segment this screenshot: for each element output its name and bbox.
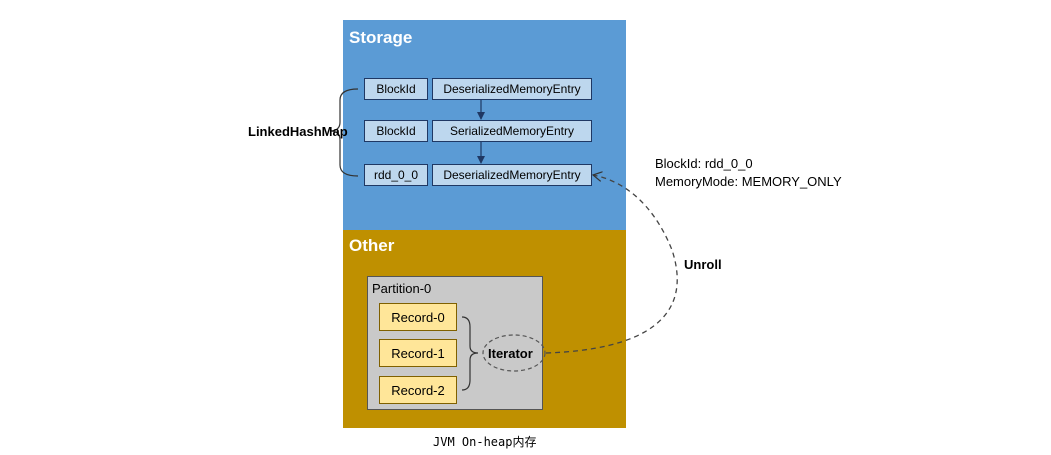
block-id-cell-0: BlockId: [364, 78, 428, 100]
block-id-cell-1: BlockId: [364, 120, 428, 142]
memory-entry-cell-0: DeserializedMemoryEntry: [432, 78, 592, 100]
jvm-caption: JVM On-heap内存: [433, 435, 537, 449]
other-title: Other: [349, 236, 395, 255]
block-id-cell-2: rdd_0_0: [364, 164, 428, 186]
partition-title: Partition-0: [372, 281, 432, 296]
iterator-ellipse: [482, 334, 546, 372]
records-brace: [461, 316, 479, 391]
unroll-label: Unroll: [684, 257, 722, 272]
record-0: Record-0: [379, 303, 457, 331]
unroll-arrow: [545, 175, 678, 354]
linked-hash-map-brace: [329, 88, 359, 177]
memory-entry-cell-1: SerializedMemoryEntry: [432, 120, 592, 142]
block-id-info: BlockId: rdd_0_0: [655, 156, 753, 171]
storage-title: Storage: [349, 28, 413, 47]
iterator-label: Iterator: [488, 346, 533, 361]
memory-mode-info: MemoryMode: MEMORY_ONLY: [655, 174, 842, 189]
record-1: Record-1: [379, 339, 457, 367]
memory-entry-cell-2: DeserializedMemoryEntry: [432, 164, 592, 186]
record-2: Record-2: [379, 376, 457, 404]
linked-hash-map-label: LinkedHashMap: [248, 124, 348, 139]
